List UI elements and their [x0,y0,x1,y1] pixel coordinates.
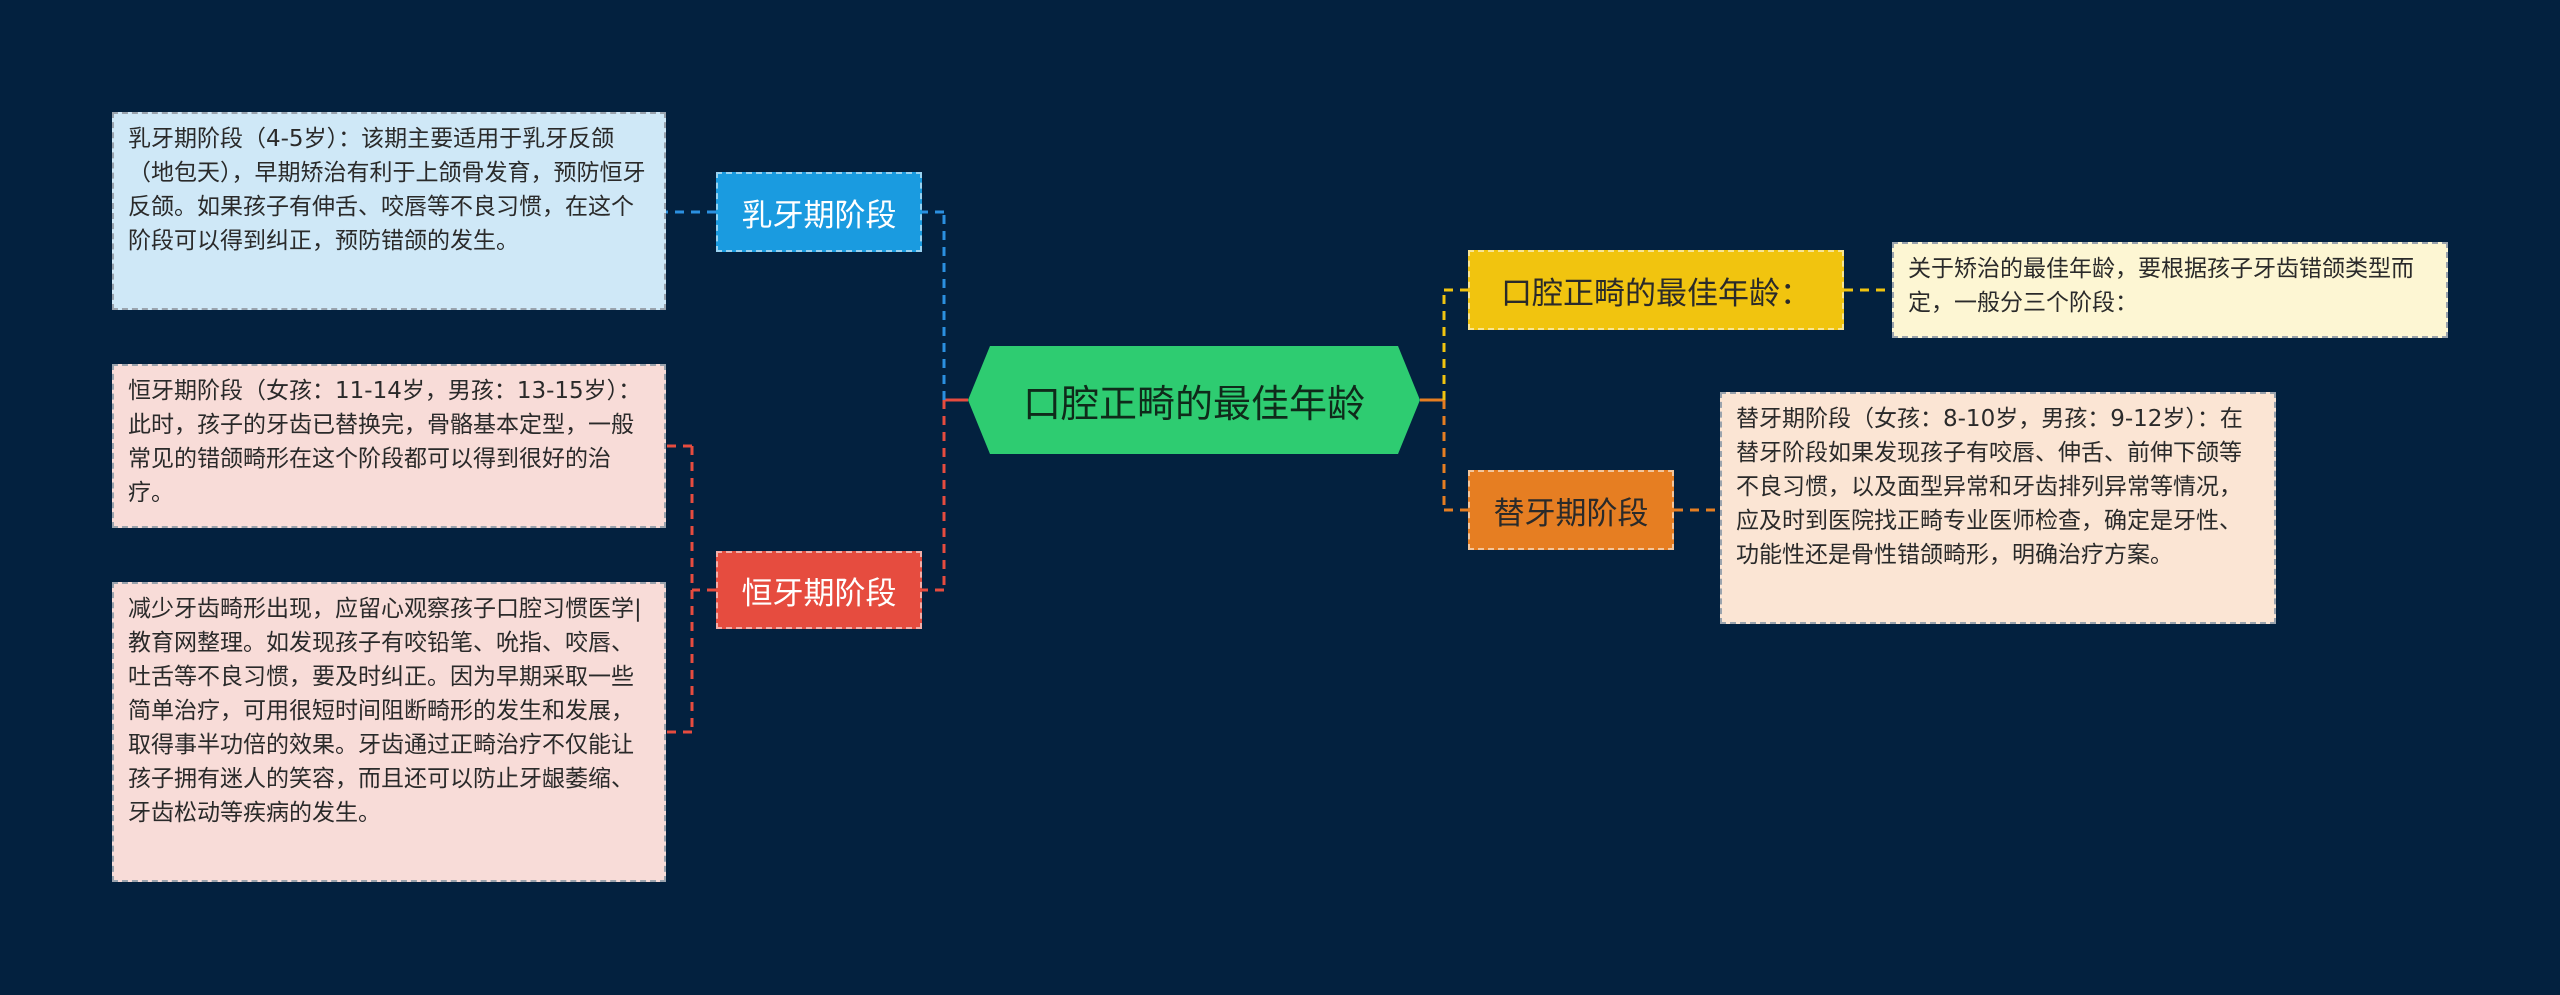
branch-tiya[interactable]: 替牙期阶段 [1468,470,1674,550]
branch-best-age-label: 口腔正畸的最佳年龄： [1501,275,1811,312]
branch-tiya-label: 替牙期阶段 [1493,495,1649,532]
branch-best-age[interactable]: 口腔正畸的最佳年龄： [1468,250,1844,330]
leaf-hengya-1-text: 恒牙期阶段（女孩：11-14岁，男孩：13-15岁）：此时，孩子的牙齿已替换完，… [128,378,642,506]
leaf-hengya-2: 减少牙齿畸形出现，应留心观察孩子口腔习惯医学|教育网整理。如发现孩子有咬铅笔、吮… [112,582,666,882]
branch-ruya[interactable]: 乳牙期阶段 [716,172,922,252]
leaf-ruya-1: 乳牙期阶段（4-5岁）：该期主要适用于乳牙反颌（地包天），早期矫治有利于上颌骨发… [112,112,666,310]
leaf-tiya-1: 替牙期阶段（女孩：8-10岁，男孩：9-12岁）：在替牙阶段如果发现孩子有咬唇、… [1720,392,2276,624]
branch-ruya-label: 乳牙期阶段 [741,197,897,234]
leaf-best-age-1: 关于矫治的最佳年龄，要根据孩子牙齿错颌类型而定，一般分三个阶段： [1892,242,2448,338]
leaf-best-age-1-text: 关于矫治的最佳年龄，要根据孩子牙齿错颌类型而定，一般分三个阶段： [1908,256,2414,316]
leaf-hengya-2-text: 减少牙齿畸形出现，应留心观察孩子口腔习惯医学|教育网整理。如发现孩子有咬铅笔、吮… [128,596,642,826]
root-hexagon-shape [968,346,1420,454]
leaf-hengya-1: 恒牙期阶段（女孩：11-14岁，男孩：13-15岁）：此时，孩子的牙齿已替换完，… [112,364,666,528]
branch-hengya-label: 恒牙期阶段 [741,575,897,612]
branch-hengya[interactable]: 恒牙期阶段 [716,551,922,629]
leaf-tiya-1-text: 替牙期阶段（女孩：8-10岁，男孩：9-12岁）：在替牙阶段如果发现孩子有咬唇、… [1736,406,2243,568]
root-topic-label: 口腔正畸的最佳年龄 [1022,381,1365,426]
root-topic[interactable]: 口腔正畸的最佳年龄 [968,346,1420,454]
leaf-ruya-1-text: 乳牙期阶段（4-5岁）：该期主要适用于乳牙反颌（地包天），早期矫治有利于上颌骨发… [128,126,646,254]
